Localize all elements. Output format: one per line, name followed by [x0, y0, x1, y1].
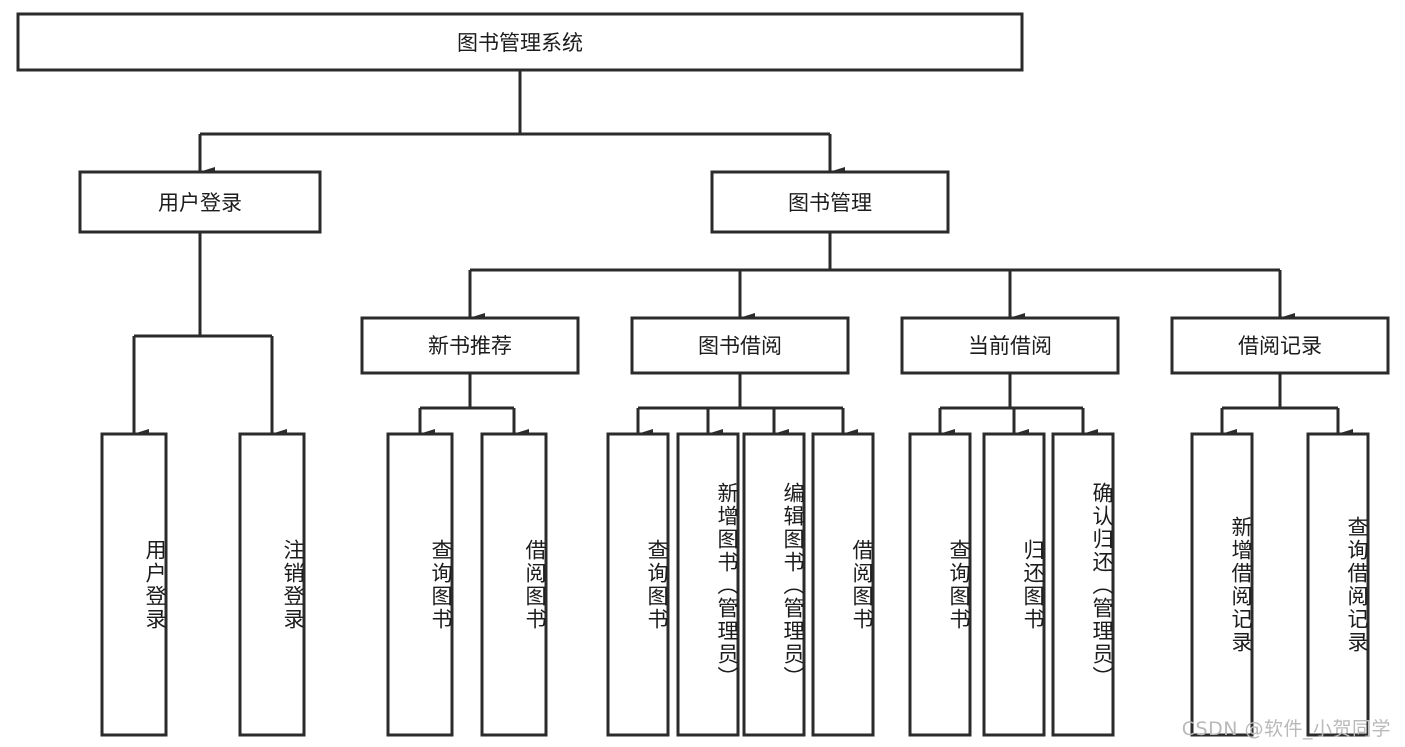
connector-group-user-login — [132, 232, 287, 439]
node-user-login-label: 用户登录 — [158, 191, 242, 215]
leaf-box-return-book[interactable] — [982, 432, 1046, 737]
node-book-borrow-label: 图书借阅 — [698, 334, 782, 358]
leaf-box-query-book-current[interactable] — [908, 432, 972, 737]
leaf-box-user-logout[interactable] — [238, 432, 306, 737]
node-user-login[interactable]: 用户登录 — [78, 170, 322, 234]
csdn-watermark: CSDN @软件_小贺同学 — [1181, 718, 1391, 740]
node-book-manage[interactable]: 图书管理 — [710, 170, 950, 234]
connector-group-book-borrow — [636, 373, 858, 439]
node-book-manage-box[interactable] — [710, 170, 950, 234]
node-book-manage-label: 图书管理 — [788, 191, 872, 215]
leaf-box-add-borrow-record[interactable] — [1190, 432, 1254, 737]
node-new-book-recommend[interactable]: 新书推荐 — [360, 316, 580, 375]
connector-group-root — [198, 70, 845, 177]
leaf-box-borrow-book-rec[interactable] — [480, 432, 548, 737]
node-root-label: 图书管理系统 — [457, 31, 583, 55]
leaf-box-query-book-rec[interactable] — [386, 432, 454, 737]
node-root[interactable]: 图书管理系统 — [16, 12, 1024, 72]
node-current-borrow-box[interactable] — [900, 316, 1120, 375]
leaf-box-borrow-book-borrow[interactable] — [811, 432, 875, 737]
leaf-boxes — [100, 432, 1370, 737]
connector-group-new-book-recommend — [418, 373, 529, 439]
node-book-borrow-box[interactable] — [630, 316, 850, 375]
leaf-box-user-login[interactable] — [100, 432, 168, 737]
leaf-box-edit-book-admin[interactable] — [742, 432, 806, 737]
leaf-box-confirm-return-admin[interactable] — [1051, 432, 1115, 737]
node-borrow-record-label: 借阅记录 — [1238, 334, 1322, 358]
node-borrow-record-box[interactable] — [1170, 316, 1390, 375]
leaf-box-query-borrow-record[interactable] — [1306, 432, 1370, 737]
node-user-login-box[interactable] — [78, 170, 322, 234]
leaf-box-query-book-borrow[interactable] — [606, 432, 670, 737]
connector-group-borrow-record — [1220, 373, 1353, 439]
connector-group-book-manage — [468, 232, 1295, 323]
connector-group-current-borrow — [938, 373, 1098, 439]
node-new-book-recommend-box[interactable] — [360, 316, 580, 375]
leaf-box-add-book-admin[interactable] — [676, 432, 740, 737]
node-root-box[interactable] — [16, 12, 1024, 72]
node-new-book-recommend-label: 新书推荐 — [428, 334, 512, 358]
node-current-borrow[interactable]: 当前借阅 — [900, 316, 1120, 375]
node-book-borrow[interactable]: 图书借阅 — [630, 316, 850, 375]
node-current-borrow-label: 当前借阅 — [968, 334, 1052, 358]
node-borrow-record[interactable]: 借阅记录 — [1170, 316, 1390, 375]
